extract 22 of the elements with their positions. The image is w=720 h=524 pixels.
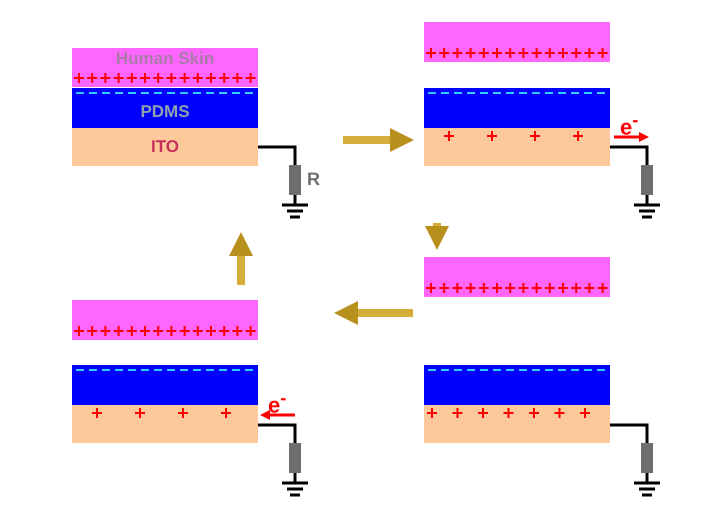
skin-layer bbox=[424, 22, 610, 62]
pdms-layer bbox=[72, 88, 258, 128]
electron-label: e$^{-}$ bbox=[268, 387, 286, 418]
ito-layer bbox=[72, 128, 258, 166]
arrow bbox=[343, 128, 414, 152]
arrow bbox=[334, 301, 413, 325]
skin-layer bbox=[72, 48, 258, 87]
electron-label: e$^{-}$ bbox=[620, 109, 638, 140]
pdms-layer bbox=[424, 88, 610, 128]
arrow bbox=[425, 223, 449, 250]
pdms-layer bbox=[424, 365, 610, 405]
pdms-layer bbox=[72, 365, 258, 405]
skin-layer bbox=[424, 257, 610, 297]
ito-layer bbox=[424, 405, 610, 443]
layer-label: ITO bbox=[150, 137, 180, 157]
resistor-label: R bbox=[307, 169, 320, 190]
ito-layer bbox=[72, 405, 258, 443]
skin-layer bbox=[72, 300, 258, 340]
layer-label: PDMS bbox=[140, 102, 190, 122]
arrow bbox=[229, 232, 253, 285]
layer-label: Human Skin bbox=[116, 49, 214, 69]
ito-layer bbox=[424, 128, 610, 166]
